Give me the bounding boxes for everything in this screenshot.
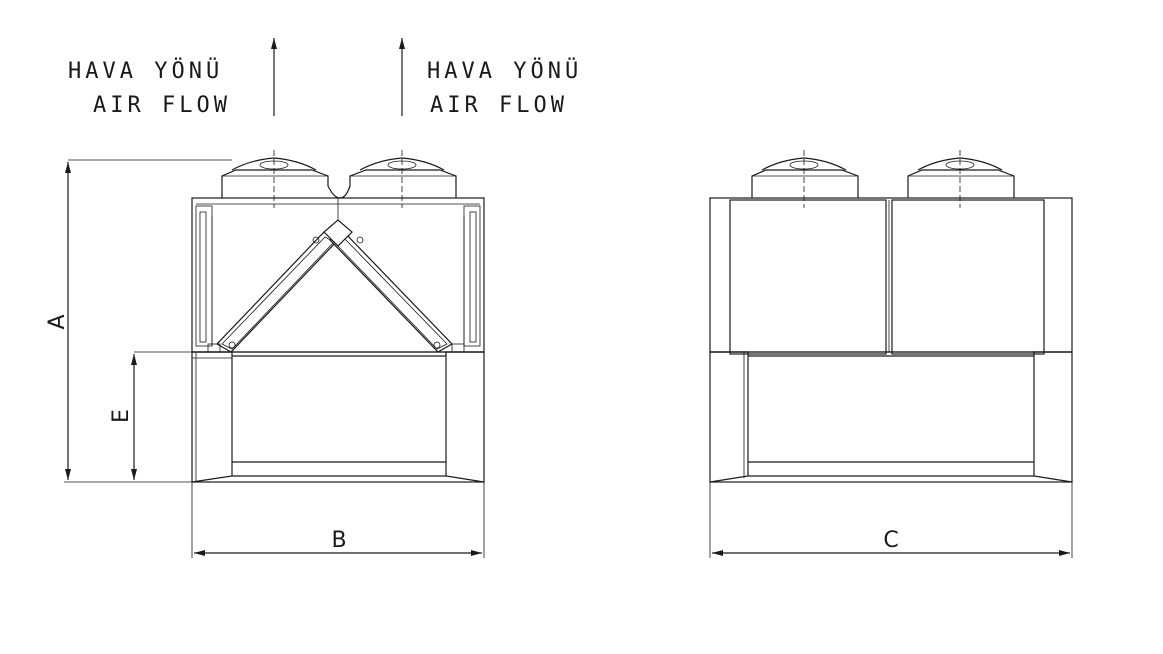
fan-icon	[907, 150, 1015, 208]
front-view	[709, 150, 1073, 483]
dimension-c-label: C	[883, 528, 898, 553]
dimension-b-label: B	[331, 528, 346, 553]
v-coil-right	[329, 231, 453, 353]
airflow-label-en-right: AIR FLOW	[430, 93, 568, 118]
coil-panel-right	[891, 199, 1045, 355]
base-frame	[709, 351, 1073, 483]
airflow-label-tr-right: HAVA YÖNÜ	[427, 58, 582, 84]
airflow-label-en-left: AIR FLOW	[93, 93, 231, 118]
dimension-a-label: A	[45, 314, 70, 329]
upper-casing	[709, 197, 1073, 353]
airflow-label-right: HAVA YÖNÜ AIR FLOW	[427, 58, 582, 118]
fan-icon	[751, 150, 859, 208]
fan-icon	[339, 150, 457, 208]
v-coil-left	[216, 231, 339, 353]
airflow-label-left: HAVA YÖNÜ AIR FLOW	[68, 58, 231, 118]
dimension-e-label: E	[109, 409, 134, 423]
dimension-b: B	[191, 482, 485, 558]
fan-icon	[221, 150, 341, 208]
dimension-a: A	[45, 159, 232, 483]
airflow-label-tr-left: HAVA YÖNÜ	[68, 58, 223, 84]
coil-panel-left	[729, 199, 887, 355]
base-frame	[191, 351, 485, 483]
coil-header	[323, 219, 353, 247]
side-view	[191, 150, 485, 483]
dimension-e: E	[109, 351, 192, 480]
dimension-c: C	[709, 482, 1073, 558]
